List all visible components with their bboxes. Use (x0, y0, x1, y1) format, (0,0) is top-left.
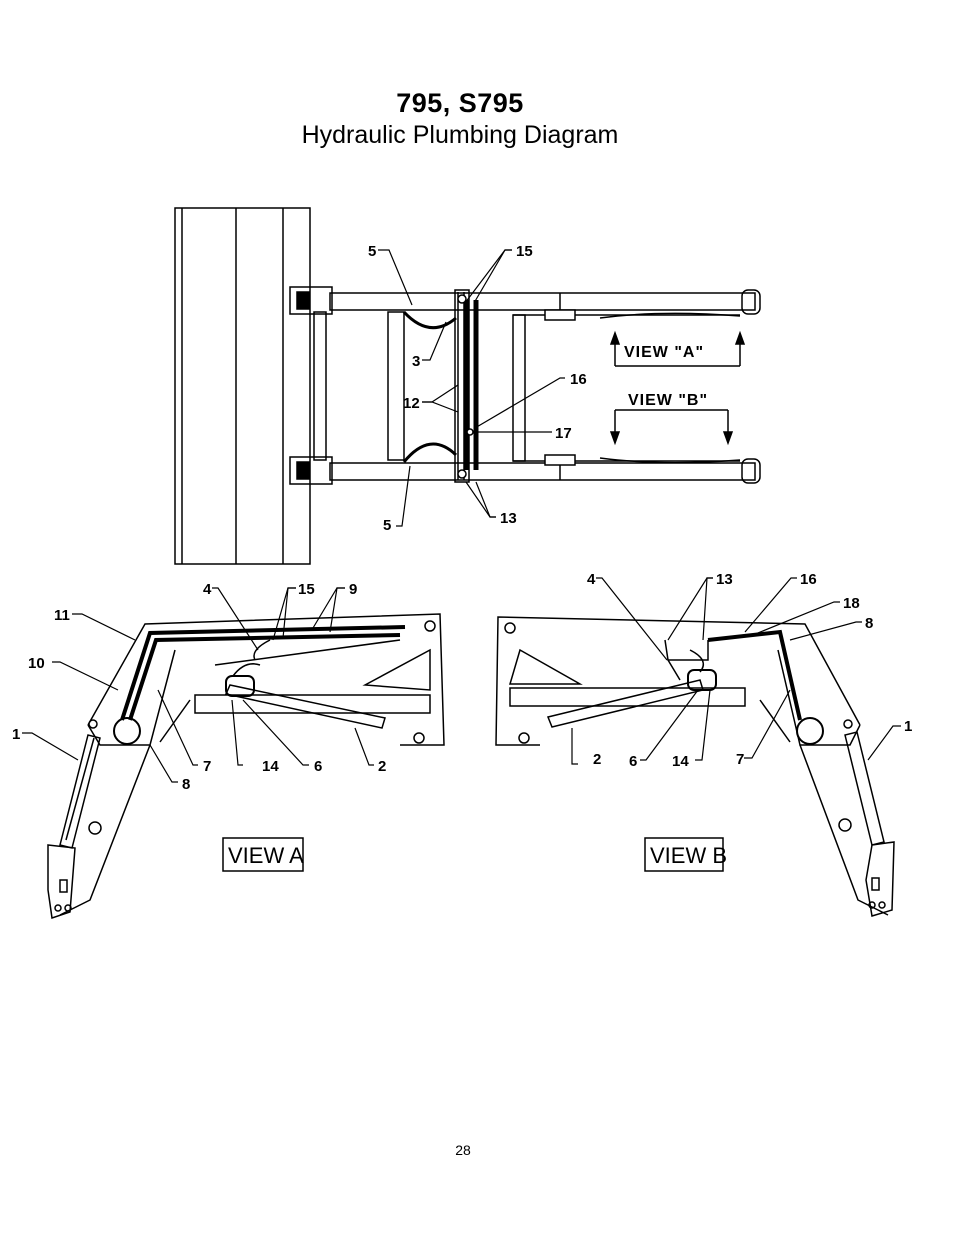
view-a-arrow-label: VIEW "A" (624, 344, 704, 361)
view-a-callout-9: 9 (349, 581, 357, 598)
view-a-callout-10: 10 (28, 655, 45, 672)
view-b-box (644, 837, 724, 872)
view-a-callout-8: 8 (182, 776, 190, 793)
callout-5-top: 5 (368, 243, 376, 260)
view-b-arrow (609, 409, 734, 446)
view-a-callout-4: 4 (203, 581, 212, 598)
page-number: 28 (455, 1142, 471, 1158)
view-a-callout-15: 15 (298, 581, 315, 598)
page-title: 795, S795 (396, 88, 524, 118)
view-b-callout-2: 2 (593, 751, 601, 768)
view-a-callout-2: 2 (378, 758, 386, 775)
callout-5-bottom: 5 (383, 517, 391, 534)
lower-arm (329, 462, 756, 481)
callout-12-top: 12 (403, 395, 420, 412)
bucket (174, 207, 311, 565)
view-a-callout-11: 11 (54, 607, 70, 624)
view-b-callout-4: 4 (587, 571, 596, 588)
callout-13-top: 13 (500, 510, 517, 527)
upper-arm (329, 292, 756, 311)
callout-15-top: 15 (516, 243, 533, 260)
view-a-callout-6: 6 (314, 758, 322, 775)
callout-3-top: 3 (412, 353, 420, 370)
view-b-callout-7: 7 (736, 751, 744, 768)
top-view (174, 207, 761, 565)
view-b-arrow-label: VIEW "B" (628, 392, 708, 409)
callout-16-top: 16 (570, 371, 587, 388)
view-b-callout-14: 14 (672, 753, 689, 770)
view-b-drawing (495, 616, 895, 917)
view-b-box-label: VIEW B (650, 843, 727, 868)
callout-17-top: 17 (555, 425, 572, 442)
view-a-box (222, 837, 304, 872)
view-b-callout-13: 13 (716, 571, 733, 588)
view-b-callout-16: 16 (800, 571, 817, 588)
page-subtitle: Hydraulic Plumbing Diagram (301, 121, 619, 149)
view-a-arrow (609, 330, 746, 367)
view-a-box-label: VIEW A (228, 843, 304, 868)
view-a-callout-14: 14 (262, 758, 279, 775)
view-b-callout-6: 6 (629, 753, 637, 770)
view-a-drawing (47, 613, 445, 919)
view-b-callout-8: 8 (865, 615, 873, 632)
view-b-callout-18: 18 (843, 595, 860, 612)
view-a-callout-1: 1 (12, 726, 20, 743)
view-b-callout-1: 1 (904, 718, 912, 735)
view-a-callout-7: 7 (203, 758, 211, 775)
